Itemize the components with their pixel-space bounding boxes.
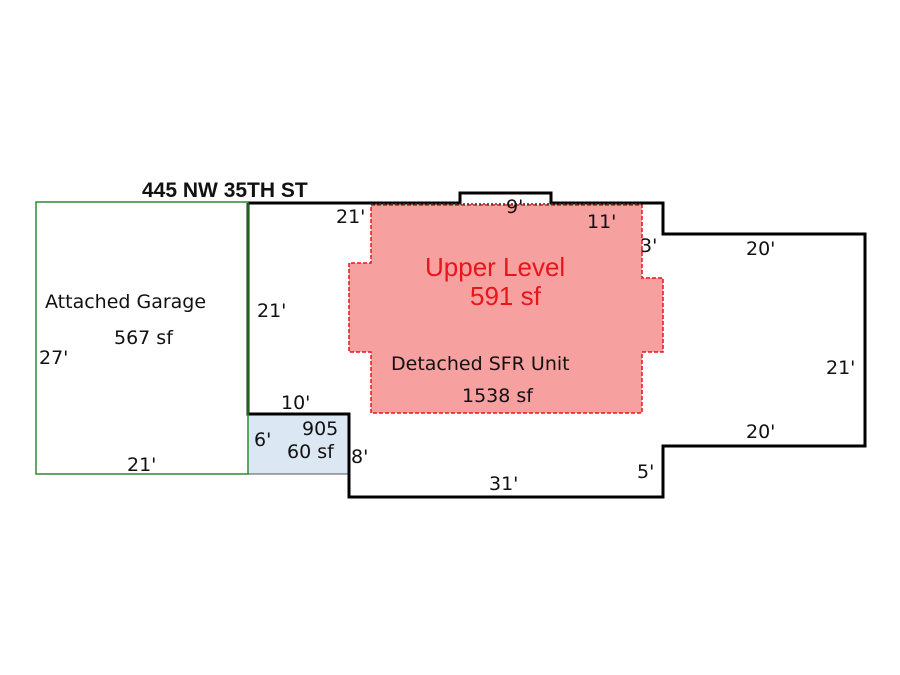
dim-main-top-left: 21'	[336, 206, 365, 228]
porch-name: 905	[302, 418, 338, 440]
main-house-outline	[246, 191, 867, 499]
dim-step-bottom-right: 5'	[637, 461, 654, 483]
dim-porch-top: 10'	[281, 392, 310, 414]
dim-right-top: 20'	[746, 238, 775, 260]
dim-garage-bottom: 21'	[127, 454, 156, 476]
address-label: 445 NW 35TH ST	[142, 179, 308, 202]
dim-bottom: 31'	[489, 473, 518, 495]
dim-porch-right: 8'	[351, 446, 368, 468]
dim-main-left: 21'	[257, 300, 286, 322]
dim-step-right: 3'	[640, 235, 657, 257]
dim-porch-left: 6'	[254, 429, 271, 451]
upper-level-name: Upper Level	[425, 252, 565, 282]
dim-top-right: 11'	[587, 211, 616, 233]
dim-garage-left: 27'	[39, 347, 68, 369]
garage-name: Attached Garage	[45, 291, 206, 313]
garage-area: 567 sf	[114, 327, 174, 349]
dim-bump-top: 9'	[506, 196, 523, 218]
main-unit-name: Detached SFR Unit	[391, 353, 570, 375]
main-unit-area: 1538 sf	[462, 385, 534, 407]
dim-right-side: 21'	[826, 357, 855, 379]
dim-right-bottom: 20'	[746, 421, 775, 443]
upper-level-area	[348, 204, 664, 414]
upper-level-area-label: 591 sf	[470, 281, 542, 311]
porch-area-label: 60 sf	[287, 441, 335, 463]
